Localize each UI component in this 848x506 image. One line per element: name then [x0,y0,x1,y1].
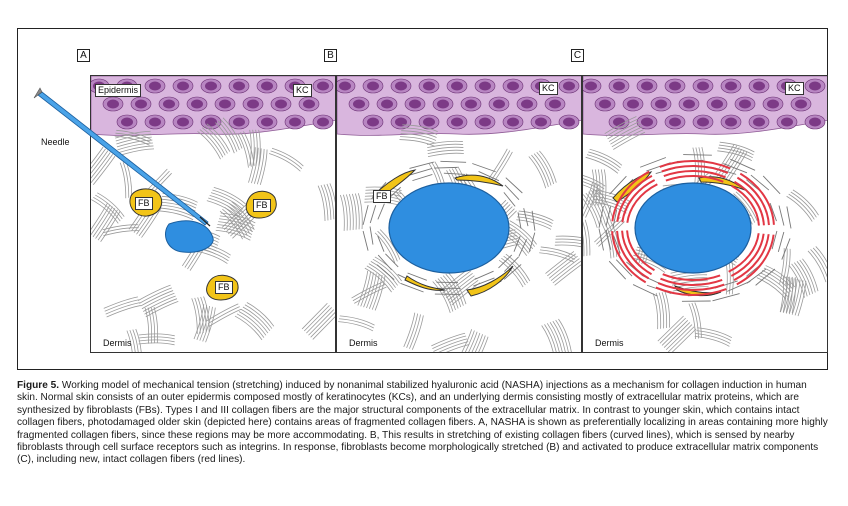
fb-label-b: FB [373,190,391,203]
new-collagen-fiber [739,172,775,225]
panel-b-illustration [337,76,581,352]
new-collagen-fiber [616,174,653,222]
epidermis-label: Epidermis [95,84,142,97]
needle-icon [37,91,209,226]
new-collagen-fiber [611,231,647,284]
kc-label-a: KC [293,84,312,97]
new-collagen-fiber [730,233,765,277]
new-collagen-fiber [733,234,770,282]
panel-a: Epidermis KC FB FB FB Dermis [90,75,336,353]
new-collagen-fiber [662,273,721,281]
dermis-label-b: Dermis [349,338,378,348]
nasha-deposit-c [634,182,752,274]
new-collagen-fiber [626,183,658,223]
new-collagen-fiber [657,282,725,291]
new-collagen-fiber [611,170,650,222]
new-collagen-fiber [728,233,760,273]
fb-label-a2: FB [253,199,271,212]
figure-caption: Figure 5. Working model of mechanical te… [17,380,829,467]
kc-label-c: KC [785,82,804,95]
kc-label-b: KC [539,82,558,95]
epidermis-layer [583,76,827,136]
needle-label: Needle [41,137,70,147]
fibroblast-b4 [466,265,514,297]
new-collagen-fiber [736,234,775,286]
new-collagen-fiber [660,277,723,286]
new-collagen-fiber [665,175,724,183]
fb-label-a3: FB [215,281,233,294]
nasha-deposit-b [388,182,510,274]
nasha-deposit [165,220,214,253]
new-collagen-fiber [621,230,653,276]
new-collagen-fiber [731,184,760,226]
new-collagen-fiber [616,230,650,280]
new-collagen-fiber [626,230,655,272]
new-collagen-fiber [655,286,727,296]
fb-label-a1: FB [135,197,153,210]
new-collagen-fiber [661,165,729,174]
new-collagen-fiber [733,180,765,226]
fibroblast-b2 [454,174,504,187]
panel-c: KC Dermis [582,75,828,353]
panel-letter-a: A [77,49,90,62]
dermis-label-a: Dermis [103,338,132,348]
new-collagen-fiber [736,176,770,226]
caption-label: Figure 5. [17,380,60,391]
epidermis-layer [337,76,581,136]
fibroblast-b3 [404,275,446,291]
panel-c-illustration [583,76,827,352]
new-collagen-fiber [659,160,731,170]
new-collagen-fiber [621,179,656,223]
panel-letter-c: C [571,49,584,62]
panel-letter-b: B [324,49,337,62]
panel-b: KC FB Dermis [336,75,582,353]
new-collagen-fibers [611,160,775,296]
new-collagen-fiber [663,170,726,179]
caption-text: Working model of mechanical tension (str… [17,380,828,466]
dermis-label-c: Dermis [595,338,624,348]
